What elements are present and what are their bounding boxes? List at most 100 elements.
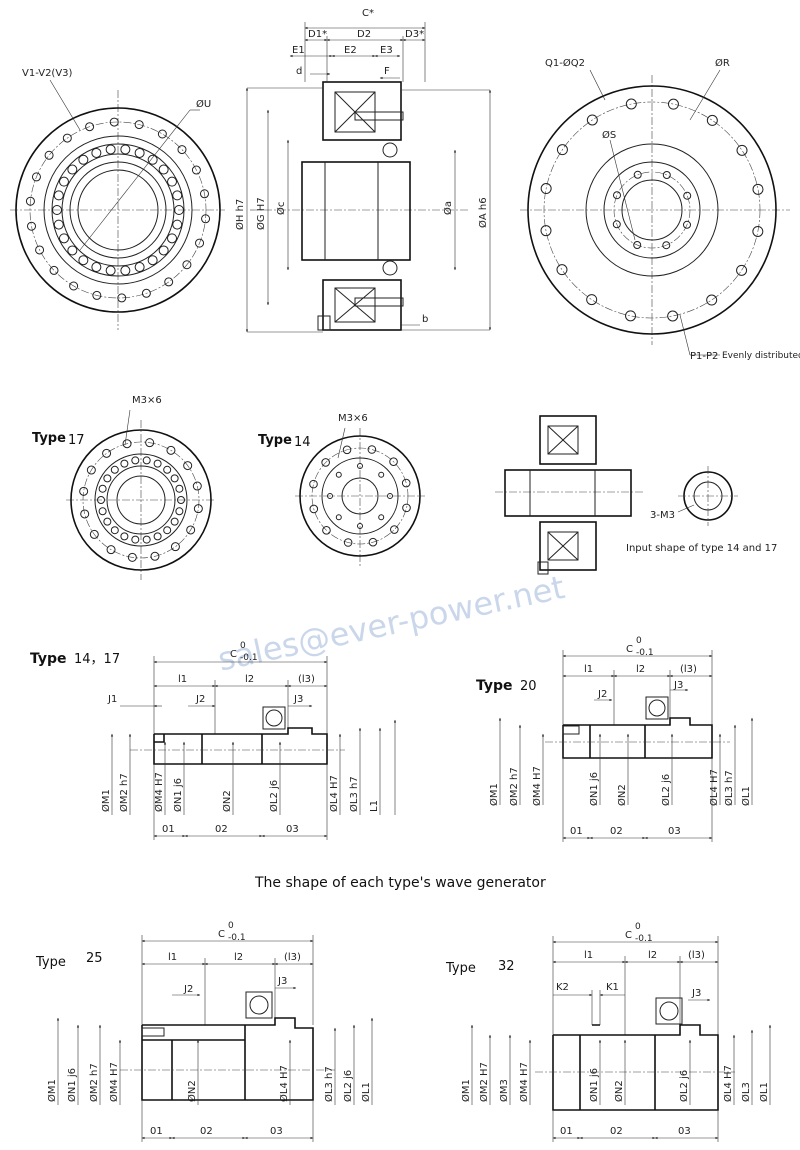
wg20-o3: 03: [668, 826, 681, 837]
bearing-ball: [167, 176, 178, 187]
wg25-l1: l1: [168, 952, 177, 963]
bearing-ball: [131, 535, 140, 544]
wg1417-l1: l1: [178, 674, 187, 685]
type20-dim-5: ØL2 j6: [660, 774, 672, 806]
bolt-hole: [343, 538, 353, 547]
bolt-hole: [186, 525, 196, 535]
bolt-hole: [633, 170, 642, 179]
type32-dim-3: ØM4 H7: [518, 1062, 530, 1102]
bearing-ball: [172, 190, 183, 201]
input-label-3m3: 3-M3: [650, 510, 675, 521]
bolt-hole: [736, 264, 748, 276]
section-label-e1: E1: [292, 45, 305, 56]
bolt-hole: [662, 170, 671, 179]
wg20-j2: J2: [597, 689, 607, 700]
bolt-hole: [367, 445, 377, 454]
bearing-ball: [134, 147, 145, 158]
bolt-hole: [586, 114, 598, 126]
bolt-hole: [199, 189, 209, 199]
type1417-dim-1: ØM2 h7: [118, 773, 130, 812]
type20-dim-3: ØN1 j6: [588, 772, 600, 806]
section-label-d3: D3*: [405, 29, 424, 40]
wg20-o2: 02: [610, 826, 623, 837]
bolt-hole: [80, 509, 90, 519]
bolt-hole: [201, 214, 211, 224]
type1417-dim-6: ØL4 H7: [328, 775, 340, 812]
wg1417-type-word: Type: [30, 651, 67, 667]
wg32-type-number: 32: [498, 959, 515, 974]
bearing-ball: [53, 219, 64, 230]
type14-m3x6: M3×6: [338, 413, 368, 424]
rear-view: [520, 69, 790, 356]
bolt-hole: [157, 129, 167, 139]
section-label-d: d: [296, 66, 302, 77]
bolt-hole: [556, 144, 568, 156]
bearing-ball: [153, 459, 162, 468]
wg1417-o3: 03: [286, 824, 299, 835]
bolt-hole: [633, 241, 642, 250]
wg1417-o1: 01: [162, 824, 175, 835]
bearing-ball: [174, 205, 184, 215]
bearing-ball: [78, 255, 89, 266]
bolt-hole: [327, 493, 333, 499]
wg32-l3: (l3): [688, 950, 705, 961]
section-label-d2: D2: [357, 29, 371, 40]
bolt-hole: [335, 514, 342, 521]
bearing-ball: [120, 532, 129, 541]
wave-generator-caption: The shape of each type's wave generator: [254, 875, 546, 891]
type17-word: Type: [32, 431, 66, 446]
bolt-hole: [69, 281, 79, 291]
type14-view: [295, 427, 425, 566]
wg20-c-tol-dn: -0.1: [636, 648, 654, 658]
bolt-hole: [625, 98, 637, 110]
bolt-hole: [402, 503, 411, 513]
bearing-ball: [172, 219, 183, 230]
wg1417-l3: (l3): [298, 674, 315, 685]
bolt-hole: [378, 471, 385, 478]
bearing-ball: [98, 507, 107, 516]
bolt-hole: [127, 552, 137, 562]
section-label-c-dia: Øc: [275, 202, 287, 215]
section-label-h: ØH h7: [234, 199, 246, 230]
bolt-hole: [683, 220, 692, 229]
type32-dim-1: ØM2 H7: [478, 1062, 490, 1102]
type25-dim-2: ØM2 h7: [88, 1063, 100, 1102]
bearing-ball: [134, 262, 145, 273]
wg25-type-number: 25: [86, 951, 103, 966]
wg1417-l2: l2: [245, 674, 254, 685]
wg32-k2: K2: [556, 982, 569, 993]
type14-word: Type: [258, 433, 292, 448]
bolt-hole: [27, 221, 37, 231]
bolt-hole: [109, 117, 119, 127]
type32-dim-0: ØM1: [460, 1079, 472, 1102]
bolt-hole: [556, 264, 568, 276]
type20-dim-4: ØN2: [616, 784, 628, 806]
wg25-type-word: Type: [35, 955, 66, 970]
wg20-o1: 01: [570, 826, 583, 837]
type20-dim-2: ØM4 H7: [531, 766, 543, 806]
wg25-l2: l2: [234, 952, 243, 963]
front-label-u: ØU: [196, 98, 211, 110]
bolt-hole: [667, 310, 679, 322]
type17-m3x6: M3×6: [132, 395, 162, 406]
type32-dim-8: ØL3: [740, 1082, 752, 1102]
rear-label-s: ØS: [602, 129, 616, 141]
wg32-k1: K1: [606, 982, 619, 993]
wg32-c-tol-dn: -0.1: [635, 934, 653, 944]
bolt-hole: [134, 120, 144, 130]
type1417-dim-2: ØM4 H7: [153, 772, 165, 812]
wg20-l1: l1: [584, 664, 593, 675]
type32-dim-7: ØL4 H7: [722, 1065, 734, 1102]
bearing-ball: [131, 456, 140, 465]
type32-dim-4: ØN1 j6: [588, 1068, 600, 1102]
bolt-hole: [44, 150, 54, 160]
bolt-hole: [736, 144, 748, 156]
bolt-hole: [122, 439, 132, 449]
wg32-type-word: Type: [445, 961, 476, 976]
wg25-o1: 01: [150, 1126, 163, 1137]
bearing-ball: [147, 255, 158, 266]
bolt-hole: [335, 471, 342, 478]
bearing-ball: [97, 496, 105, 504]
wg32-l2: l2: [648, 950, 657, 961]
